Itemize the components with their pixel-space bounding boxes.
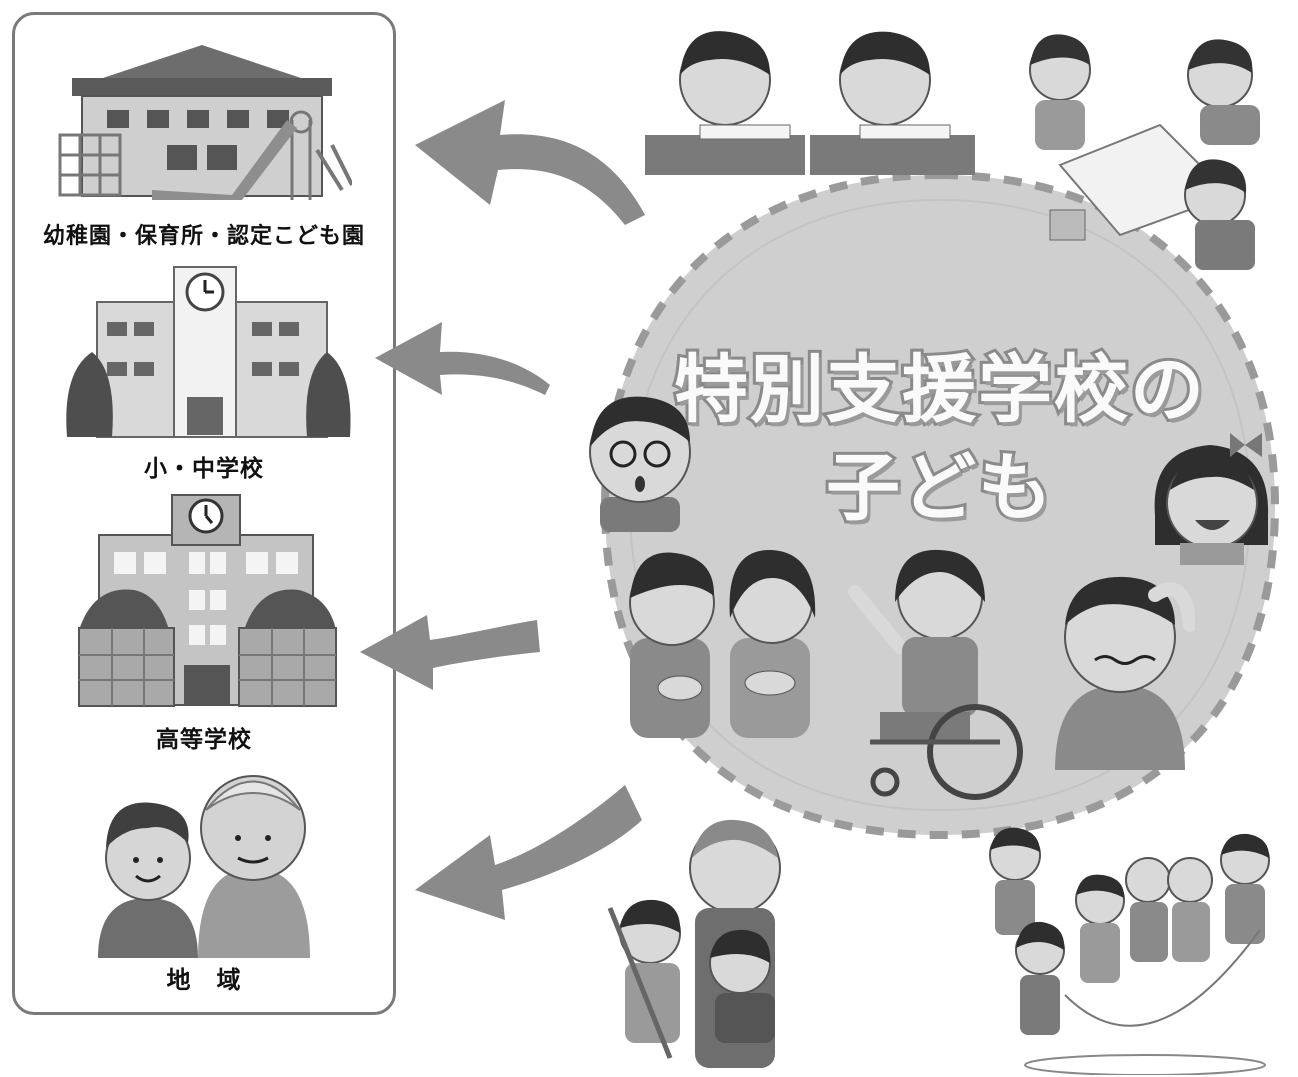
arrow-to-high-school-icon — [360, 615, 540, 690]
kindergarten-label: 幼稚園・保育所・認定こども園 — [42, 224, 365, 249]
elementary-school-icon — [66, 266, 351, 438]
arrow-to-kindergarten-icon — [415, 100, 645, 225]
arrow-to-elementary-icon — [375, 322, 550, 395]
community-icon — [98, 775, 310, 958]
children-signing-icon — [629, 549, 816, 738]
children-studying-icon — [645, 31, 975, 175]
children-drawing-icon — [1029, 34, 1260, 270]
girl-with-bow-icon — [1154, 433, 1269, 565]
boy-with-glasses-icon — [589, 396, 691, 532]
high-school-label: 高等学校 — [156, 727, 252, 753]
center-title-line2: 子ども — [823, 442, 1055, 534]
worried-boy-icon — [1055, 576, 1195, 770]
community-cleaning-icon — [607, 819, 781, 1068]
elementary-junior-high-label: 小・中学校 — [144, 456, 264, 482]
arrow-to-community-icon — [415, 785, 642, 920]
center-title-line1: 特別支援学校の — [671, 344, 1207, 436]
high-school-icon — [78, 494, 337, 707]
jump-rope-children-icon — [989, 827, 1270, 1075]
wheelchair-girl-icon — [848, 549, 1023, 800]
kindergarten-building-icon — [58, 45, 352, 200]
community-label: 地 域 — [166, 966, 242, 994]
